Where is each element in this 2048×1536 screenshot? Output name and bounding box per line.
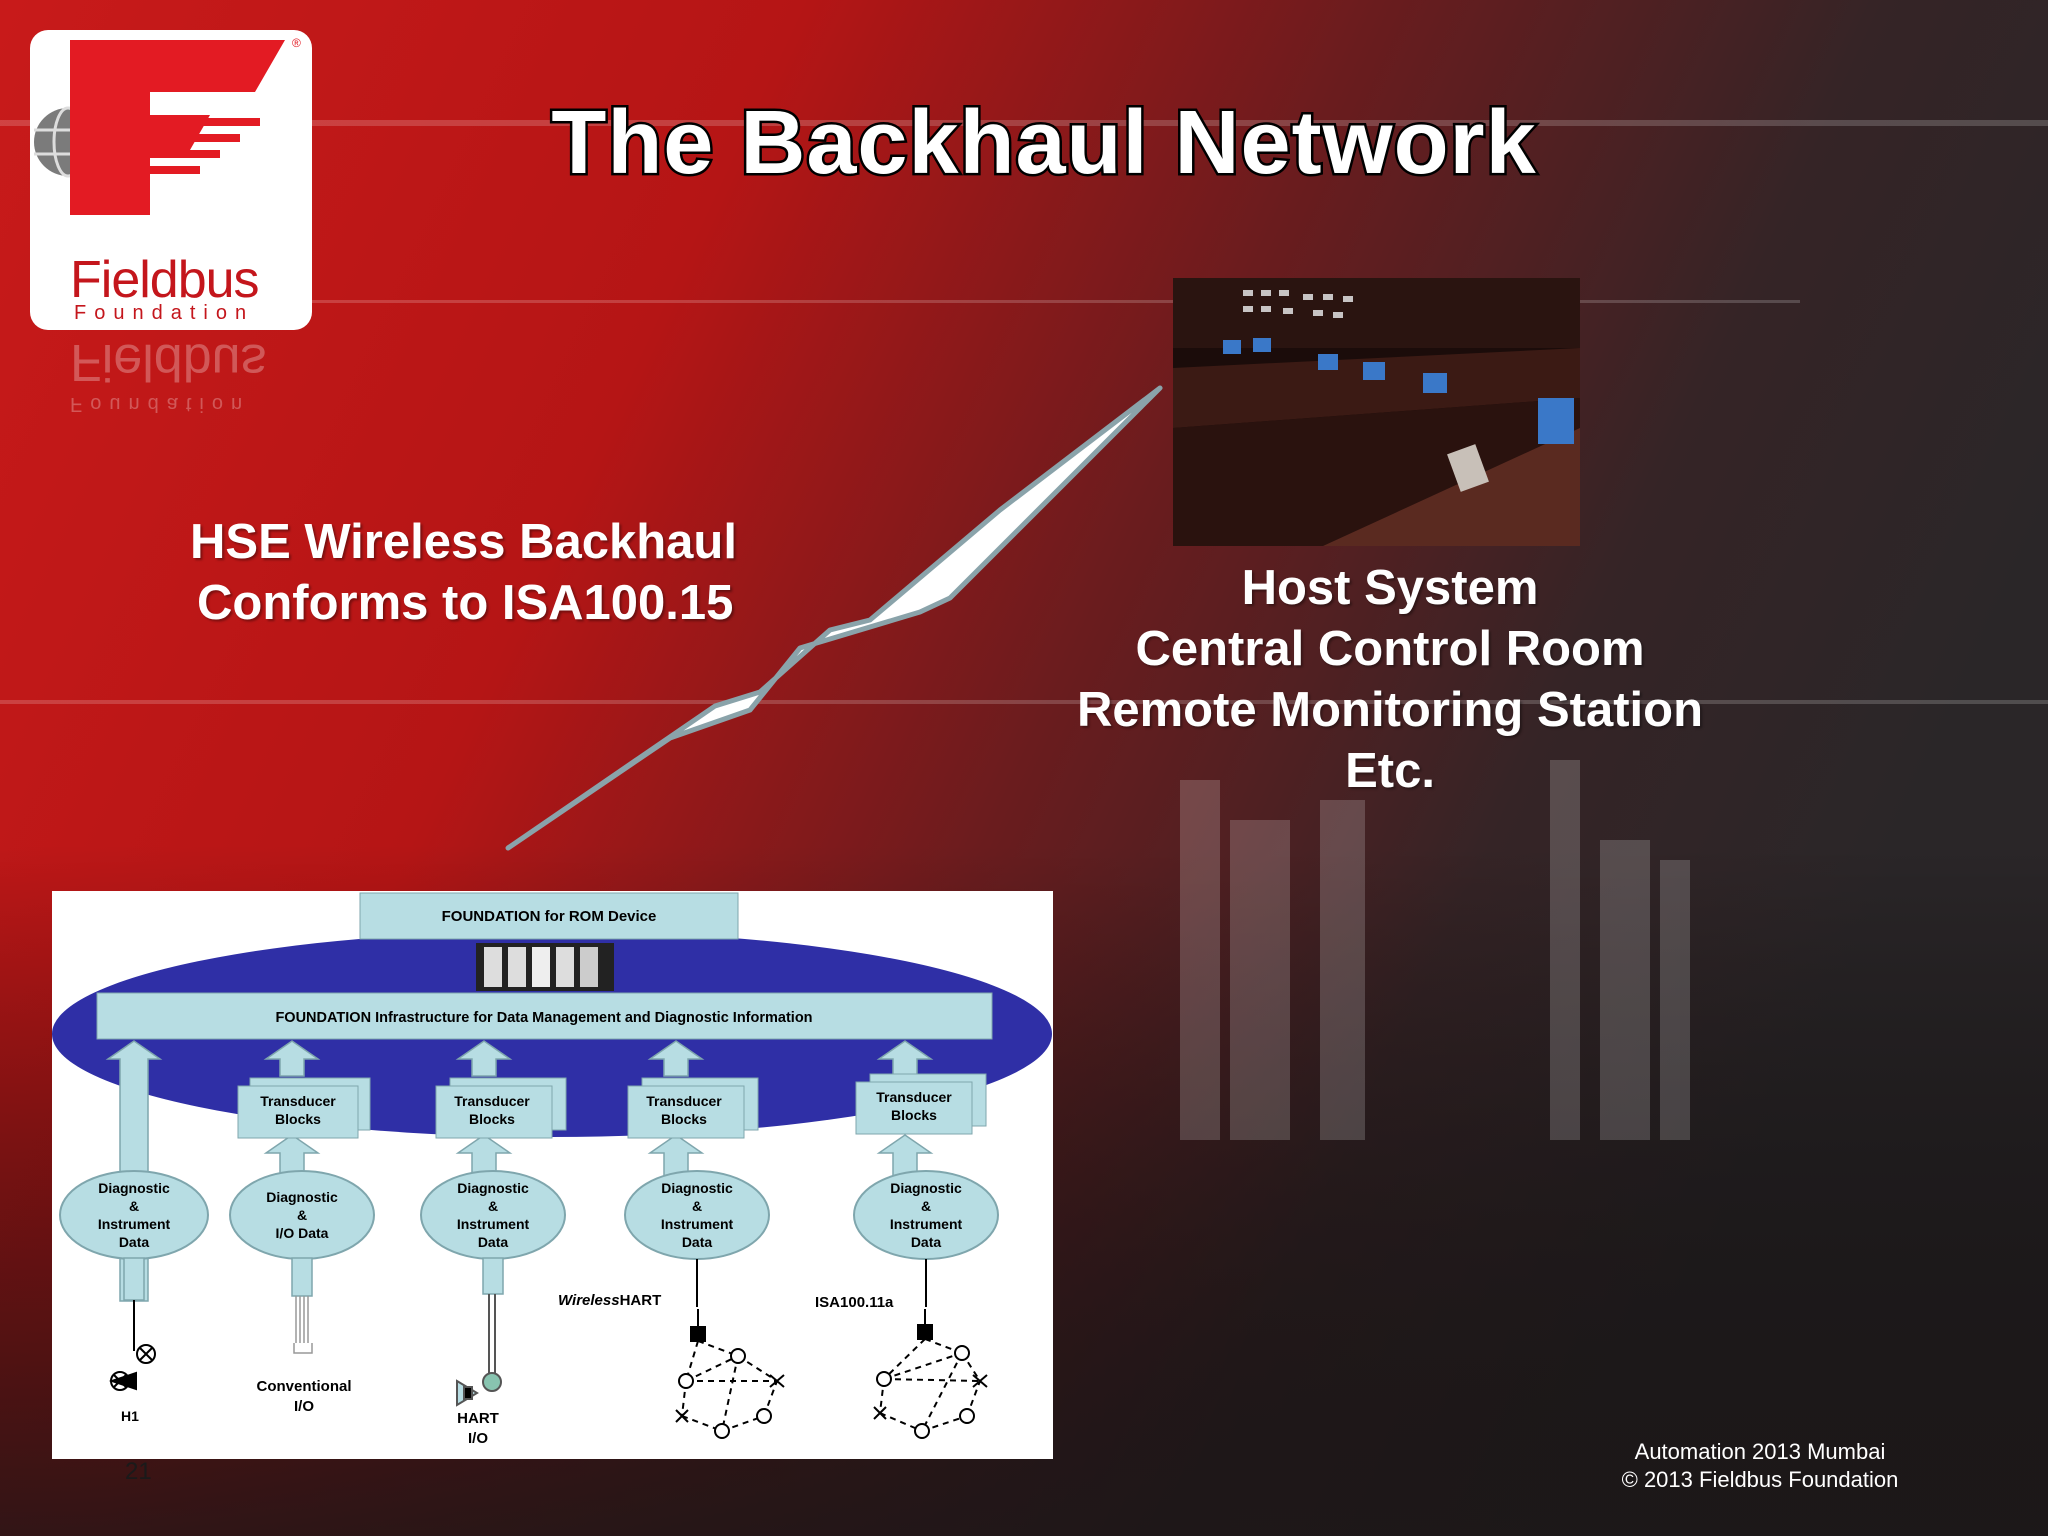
host-line-4: Etc. (1345, 744, 1435, 798)
svg-text:Blocks: Blocks (661, 1111, 707, 1127)
h1-valve-icon (108, 1300, 156, 1391)
transducer-blocks-3: Transducer Blocks (627, 1077, 759, 1139)
transducer-blocks-1: Transducer Blocks (237, 1077, 371, 1139)
backhaul-text: HSE Wireless Backhaul Conforms to ISA100… (190, 512, 790, 634)
svg-text:Diagnostic: Diagnostic (457, 1180, 529, 1196)
svg-text:&: & (692, 1198, 702, 1214)
transducer-blocks-4: Transducer Blocks (855, 1073, 987, 1135)
svg-text:Diagnostic: Diagnostic (98, 1180, 170, 1196)
diagnostic-instrument-data-4: Diagnostic & Instrument Data (853, 1170, 999, 1260)
svg-text:Instrument: Instrument (890, 1216, 963, 1232)
hart-device-icon (456, 1294, 502, 1407)
wireless-lightning-bolt-icon (505, 385, 1163, 851)
registered-mark: ® (292, 36, 301, 50)
svg-text:Instrument: Instrument (661, 1216, 734, 1232)
conventional-label-1: Conventional (256, 1378, 351, 1395)
isa100-mesh-icon (873, 1259, 988, 1439)
svg-text:Instrument: Instrument (98, 1216, 171, 1232)
svg-text:Transducer: Transducer (646, 1093, 722, 1109)
svg-text:Transducer: Transducer (876, 1089, 952, 1105)
transducer-blocks-2: Transducer Blocks (435, 1077, 567, 1139)
host-line-3: Remote Monitoring Station (1076, 683, 1704, 737)
rom-device-icon (476, 943, 614, 991)
diagnostic-instrument-data-2: Diagnostic & Instrument Data (420, 1170, 566, 1260)
logo-brand-text: Fieldbus (70, 251, 260, 309)
svg-text:Data: Data (682, 1234, 713, 1250)
conventional-io-wires-icon (293, 1296, 313, 1354)
infrastructure-label: FOUNDATION Infrastructure for Data Manag… (275, 1010, 812, 1026)
logo-sub-text: Foundation (74, 302, 255, 324)
control-room-photo (1173, 278, 1580, 546)
footer-line-2: © 2013 Fieldbus Foundation (1621, 1467, 1899, 1492)
svg-text:Diagnostic: Diagnostic (890, 1180, 962, 1196)
svg-text:Blocks: Blocks (891, 1107, 937, 1123)
isa100-label: ISA100.11a (815, 1294, 894, 1311)
wirelesshart-mesh-icon (675, 1259, 785, 1439)
architecture-diagram: FOUNDATION for ROM Device FOUNDATION Inf… (52, 891, 1053, 1459)
svg-text:Data: Data (911, 1234, 942, 1250)
svg-text:Blocks: Blocks (469, 1111, 515, 1127)
infrastructure-bar (96, 992, 993, 1040)
diagnostic-io-data: Diagnostic & I/O Data (229, 1170, 375, 1260)
rom-device-label: FOUNDATION for ROM Device (442, 908, 657, 925)
slide-title: The Backhaul Network (549, 91, 1538, 196)
svg-text:&: & (921, 1198, 931, 1214)
svg-text:Blocks: Blocks (275, 1111, 321, 1127)
backhaul-line-1: HSE Wireless Backhaul (190, 515, 737, 569)
footer-line-1: Automation 2013 Mumbai (1634, 1439, 1886, 1464)
logo-reflection: Foundation Fieldbus (70, 333, 267, 415)
svg-text:&: & (488, 1198, 498, 1214)
rom-device-box (359, 892, 739, 940)
page-number: 21 (125, 1458, 152, 1485)
svg-text:Data: Data (478, 1234, 509, 1250)
conventional-label-2: I/O (294, 1398, 314, 1415)
h1-label: H1 (121, 1408, 139, 1424)
fieldbus-f-globe-icon (34, 40, 285, 215)
diagnostic-instrument-data-1: Diagnostic & Instrument Data (59, 1170, 209, 1260)
host-line-1: Host System (1241, 561, 1539, 615)
footer: Automation 2013 Mumbai © 2013 Fieldbus F… (1560, 1438, 1960, 1494)
host-line-2: Central Control Room (1135, 622, 1645, 676)
svg-text:Data: Data (119, 1234, 150, 1250)
backhaul-line-2: Conforms to ISA100.15 (197, 576, 734, 630)
svg-text:Transducer: Transducer (454, 1093, 530, 1109)
diagnostic-instrument-data-3: Diagnostic & Instrument Data (624, 1170, 770, 1260)
svg-text:Diagnostic: Diagnostic (661, 1180, 733, 1196)
hart-label-2: I/O (468, 1430, 488, 1447)
svg-text:&: & (297, 1207, 307, 1223)
wirelesshart-label: WirelessHART (558, 1292, 661, 1309)
svg-text:I/O Data: I/O Data (276, 1225, 329, 1241)
svg-text:&: & (129, 1198, 139, 1214)
fieldbus-logo: ® Fieldbus Foundation (30, 30, 312, 330)
svg-text:Diagnostic: Diagnostic (266, 1189, 338, 1205)
svg-text:Transducer: Transducer (260, 1093, 336, 1109)
svg-text:Instrument: Instrument (457, 1216, 530, 1232)
hart-label-1: HART (457, 1410, 499, 1427)
host-system-text: Host System Central Control Room Remote … (1000, 558, 1780, 802)
